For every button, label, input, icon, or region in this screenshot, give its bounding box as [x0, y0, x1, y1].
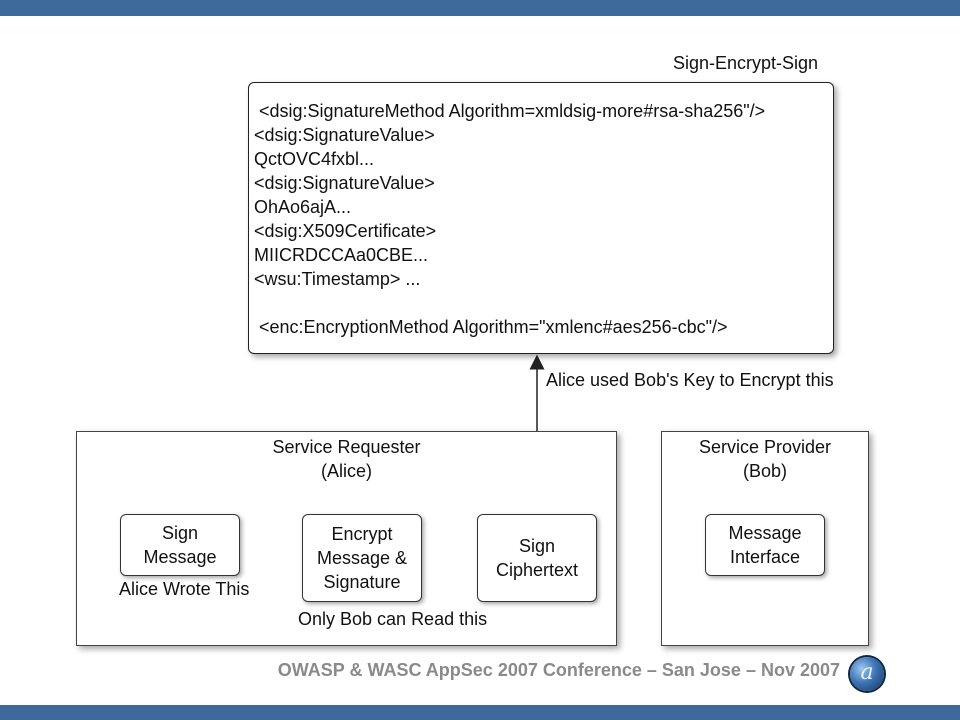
arrow-label: Alice used Bob's Key to Encrypt this: [546, 370, 834, 390]
xml-line: <dsig:SignatureMethod Algorithm=xmldsig-…: [259, 101, 766, 121]
service-provider-title: Service Provider (Bob): [698, 437, 832, 481]
xml-line: MIICRDCCAa0CBE...: [254, 245, 429, 265]
sign-encrypt-sign-title: Sign-Encrypt-Sign: [673, 53, 819, 73]
xml-line: <dsig:SignatureValue>: [254, 125, 435, 145]
sign-message-node: Sign Message: [120, 514, 240, 576]
only-bob-caption: Only Bob can Read this: [298, 609, 488, 629]
owasp-globe-icon: a: [850, 657, 884, 691]
top-banner-bar: [0, 0, 960, 16]
node-label: Message Interface: [728, 523, 802, 567]
xml-message-box: <dsig:SignatureMethod Algorithm=xmldsig-…: [248, 82, 834, 354]
xml-line: <dsig:X509Certificate>: [254, 221, 437, 241]
sign-ciphertext-node: Sign Ciphertext: [477, 514, 597, 602]
xml-line: QctOVC4fxbl...: [254, 149, 375, 169]
bottom-banner-bar: [0, 705, 960, 720]
alice-wrote-caption: Alice Wrote This: [119, 579, 250, 599]
service-requester-title: Service Requester (Alice): [272, 437, 421, 481]
xml-line: <enc:EncryptionMethod Algorithm="xmlenc#…: [259, 317, 728, 337]
xml-line: <dsig:SignatureValue>: [254, 173, 435, 193]
node-label: Encrypt Message & Signature: [316, 524, 408, 592]
node-label: Sign Ciphertext: [495, 536, 579, 580]
message-interface-node: Message Interface: [705, 514, 825, 576]
conference-footer: OWASP & WASC AppSec 2007 Conference – Sa…: [277, 660, 840, 680]
xml-line: <wsu:Timestamp> ...: [254, 269, 421, 289]
node-label: Sign Message: [143, 523, 217, 567]
xml-line: OhAo6ajA...: [254, 197, 352, 217]
encrypt-message-node: Encrypt Message & Signature: [302, 514, 422, 602]
